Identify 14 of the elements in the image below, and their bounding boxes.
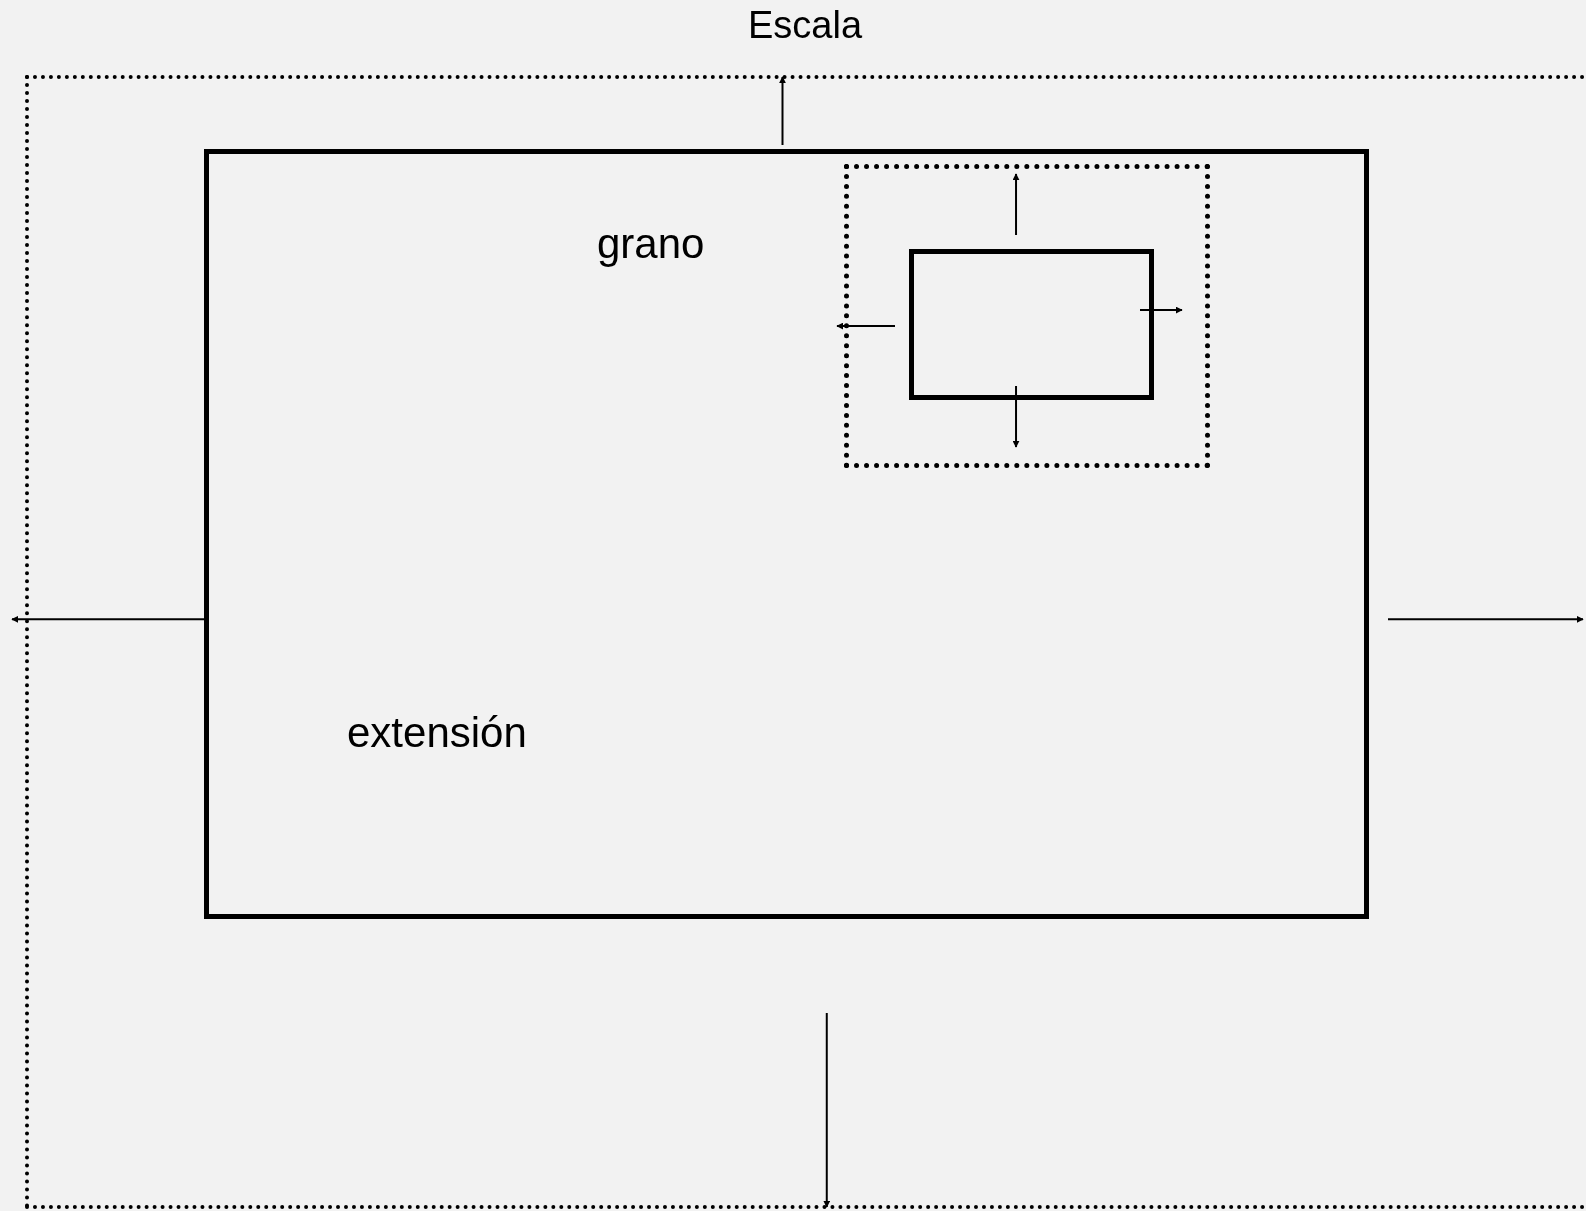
- arrow: [1012, 385, 1020, 448]
- grain-box: [909, 249, 1154, 400]
- grain-window: [844, 164, 1210, 468]
- arrow: [836, 322, 896, 330]
- area-label: extensión: [347, 709, 527, 757]
- diagram-title: Escala: [746, 4, 864, 47]
- arrow: [779, 76, 786, 146]
- arrow: [1139, 306, 1183, 314]
- extent-box: [204, 149, 1369, 919]
- scale-frame: [25, 75, 1586, 1209]
- arrow: [1387, 615, 1584, 623]
- arrow: [823, 1012, 831, 1208]
- area-label: grano: [597, 220, 705, 268]
- arrow: [1012, 173, 1020, 236]
